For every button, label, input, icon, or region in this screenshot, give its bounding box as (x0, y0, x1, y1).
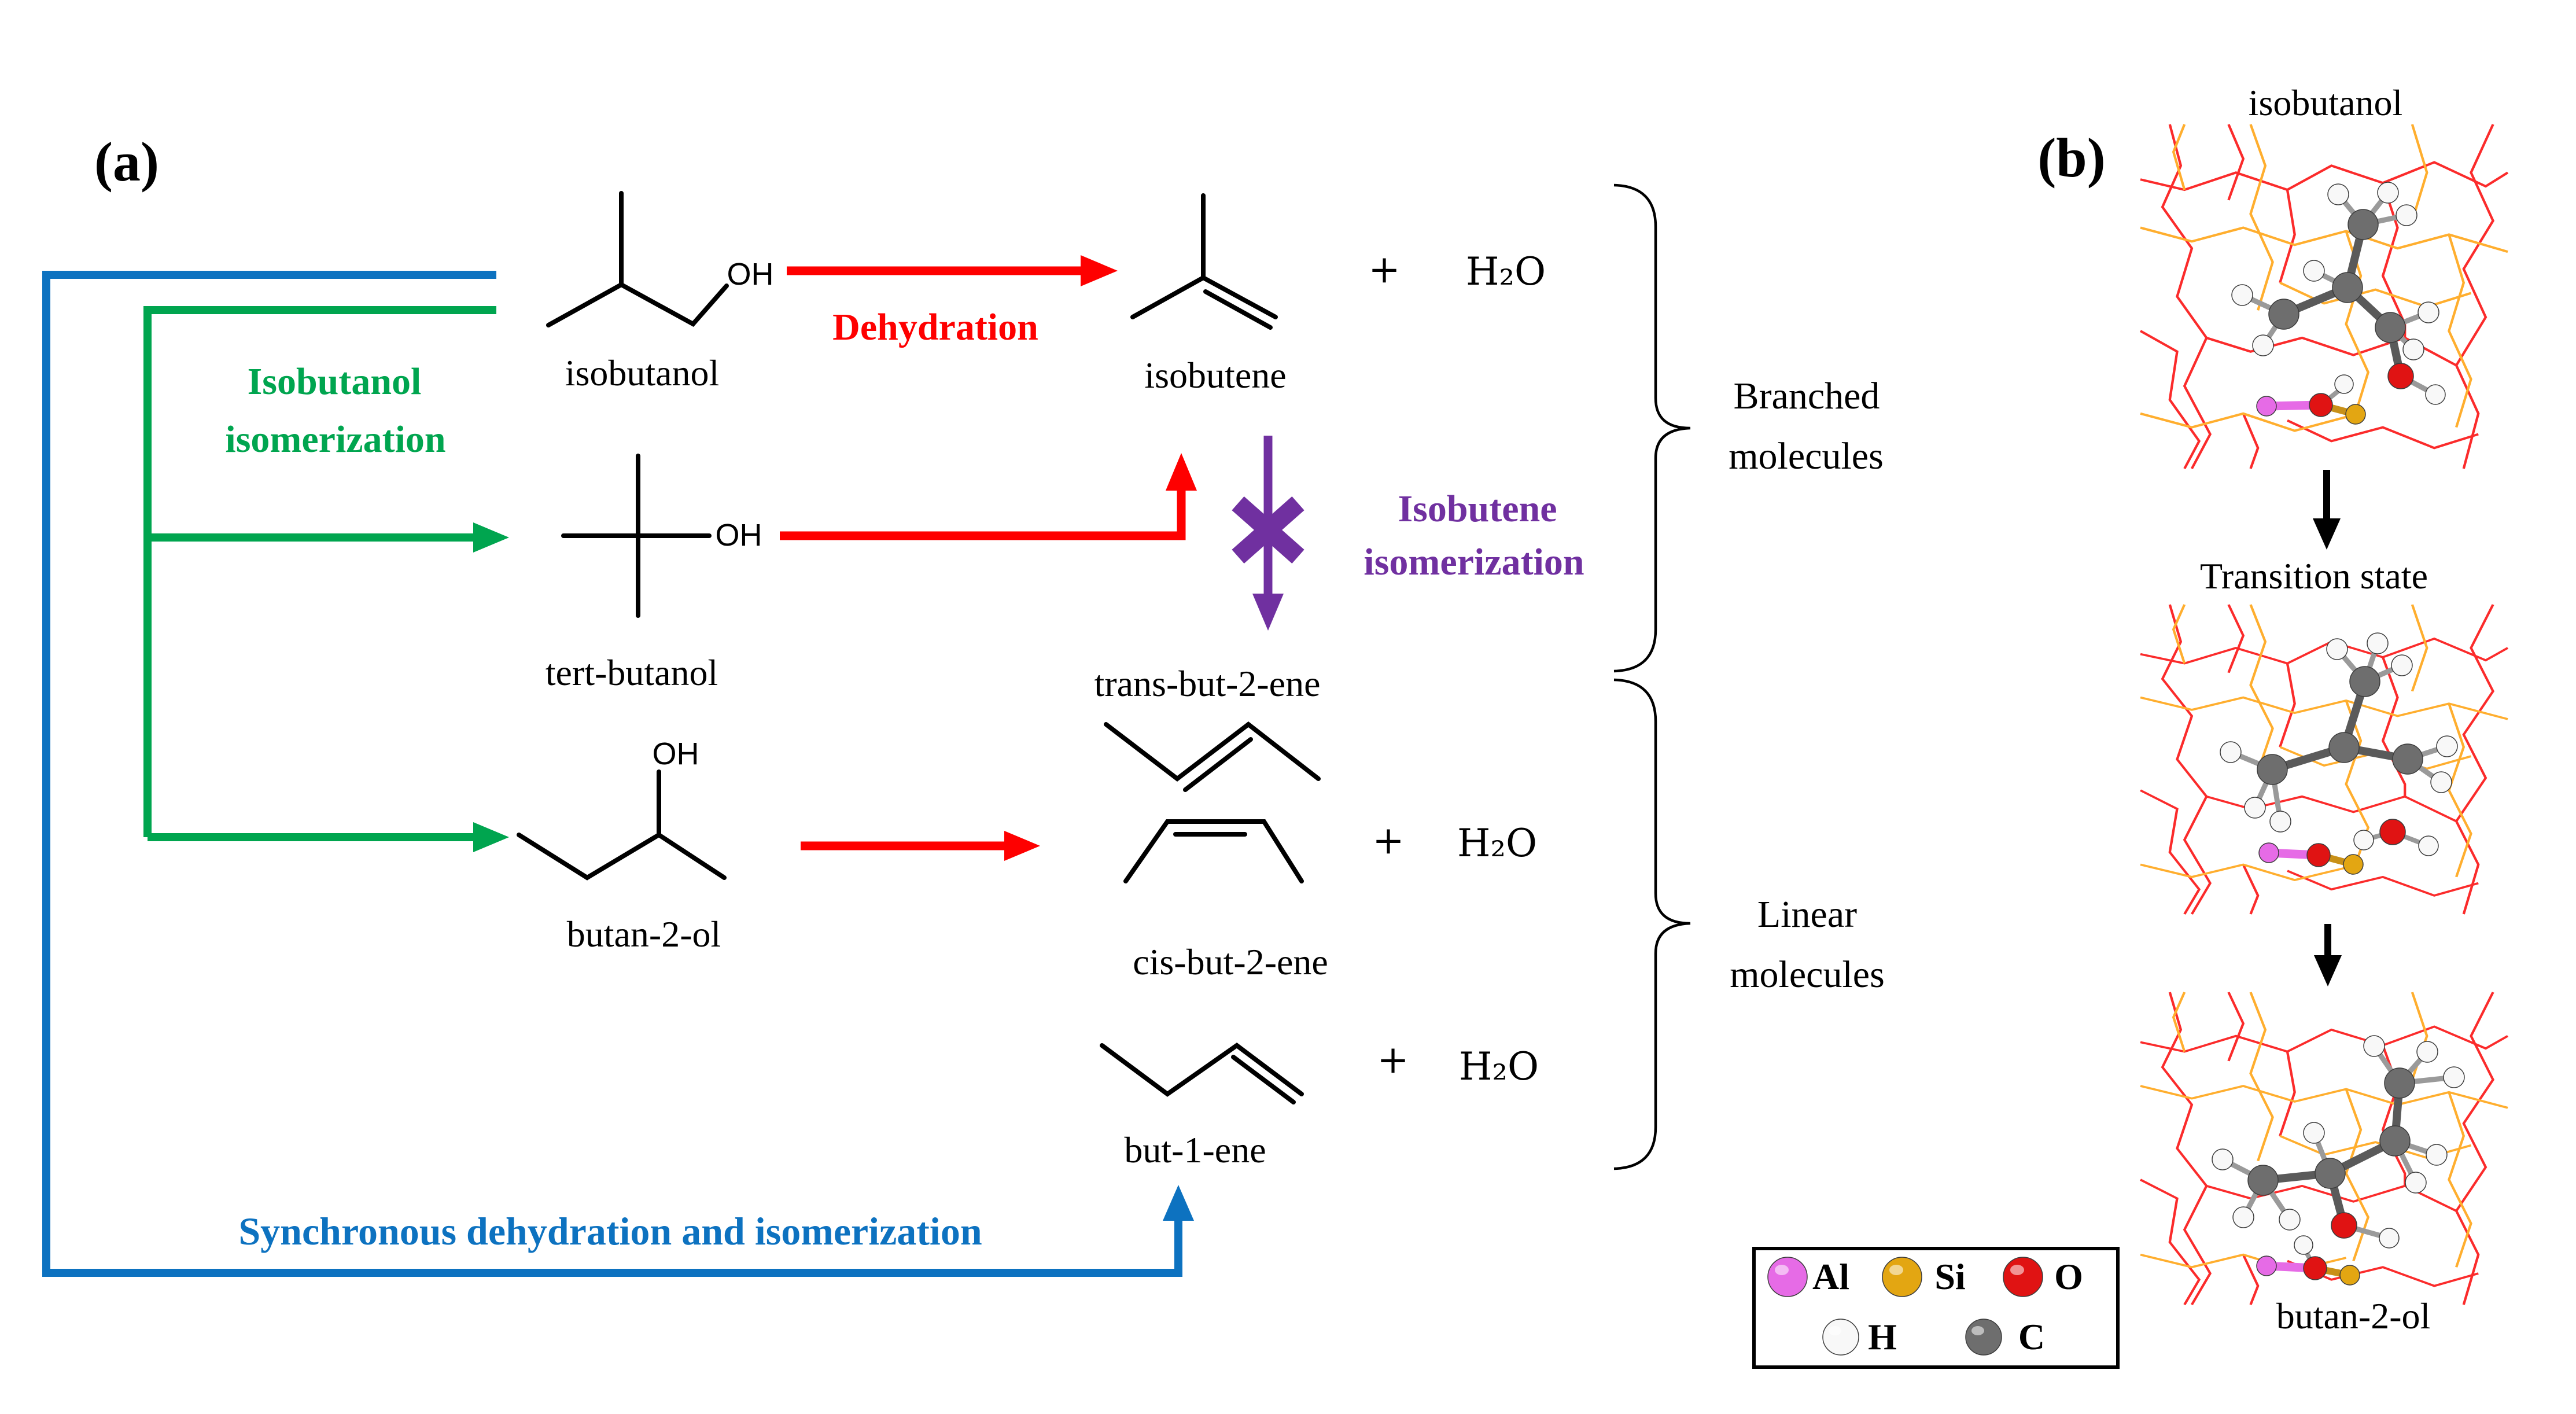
isobutanol-isomerization-label-line2: isomerization (225, 418, 446, 461)
down-arrow-2 (2314, 924, 2342, 986)
isobutanol-isomerization-arrows (143, 306, 509, 852)
tert-butanol-name: tert-butanol (545, 652, 718, 693)
molecule-butan-2-ol-3d (2212, 1035, 2465, 1286)
synchronous-route-arrow (42, 271, 1194, 1277)
plus-sign-1: + (1368, 247, 1401, 292)
plus-sign-3: + (1377, 1037, 1409, 1082)
group-braces (1613, 183, 1691, 1170)
plus-sign-2: + (1372, 818, 1405, 863)
legend-label-c: C (2018, 1316, 2046, 1357)
stage-title-transition-state: Transition state (2199, 555, 2428, 596)
synchronous-label: Synchronous dehydration and isomerizatio… (238, 1209, 982, 1253)
isobutene-name: isobutene (1144, 355, 1287, 396)
but-1-ene-name: but-1-ene (1124, 1129, 1266, 1170)
isobutanol-oh-label: OH (727, 257, 774, 292)
water-formula-3: H₂O (1458, 1044, 1539, 1089)
down-arrow-1 (2313, 470, 2341, 550)
cis-but-2-ene-name: cis-but-2-ene (1133, 941, 1328, 982)
isobutene-isomerization-label-line1: Isobutene (1398, 488, 1557, 530)
but-1-ene-structure (1100, 1043, 1304, 1104)
isobutanol-name: isobutanol (565, 352, 720, 393)
isobutene-isomerization-arrow (1232, 436, 1304, 631)
tert-butanol-structure (561, 454, 712, 618)
molecule-transition-state-3d (2220, 632, 2458, 875)
stage-isobutanol-3d-image (2140, 124, 2508, 469)
isobutanol-structure (546, 191, 729, 327)
panel-b-label: (b) (2037, 127, 2106, 189)
trans-but-2-ene-structure (1104, 721, 1321, 792)
molecule-isobutanol-3d (2231, 182, 2446, 425)
branched-brace (1613, 183, 1691, 673)
branched-molecules-line1: Branched (1733, 375, 1880, 417)
blocked-cross-icon (1232, 496, 1304, 564)
stage-butan-2-ol-3d-image (2140, 992, 2508, 1305)
legend-label-al: Al (1812, 1256, 1849, 1297)
water-formula-1: H₂O (1465, 249, 1546, 294)
h-atom-icon (1822, 1319, 1859, 1356)
butan-2-ol-oh-label: OH (652, 737, 699, 771)
linear-brace (1613, 678, 1691, 1170)
al-atom-icon (1767, 1257, 1808, 1297)
stage-title-isobutanol: isobutanol (2248, 82, 2403, 123)
skeletal-structures (517, 191, 1321, 1104)
legend-label-o: O (2054, 1256, 2083, 1297)
legend-label-si: Si (1934, 1256, 1966, 1297)
trans-but-2-ene-name: trans-but-2-ene (1094, 663, 1321, 704)
water-formula-2: H₂O (1457, 821, 1538, 866)
cis-but-2-ene-structure (1123, 819, 1304, 883)
linear-molecules-line2: molecules (1730, 953, 1885, 996)
isobutanol-isomerization-label-line1: Isobutanol (247, 360, 422, 403)
branched-molecules-line2: molecules (1729, 435, 1884, 477)
butan-2-ol-structure (517, 769, 727, 881)
dehydration-label: Dehydration (832, 306, 1038, 348)
dehydration-arrows (780, 255, 1197, 861)
isobutene-isomerization-label-line2: isomerization (1363, 541, 1584, 583)
o-atom-icon (2003, 1257, 2043, 1297)
si-atom-icon (1882, 1257, 1922, 1297)
stage-title-butan-2-ol: butan-2-ol (2276, 1295, 2431, 1336)
linear-molecules-line1: Linear (1757, 893, 1858, 936)
c-atom-icon (1965, 1319, 2002, 1356)
butan-2-ol-name: butan-2-ol (566, 914, 721, 955)
panel-a-label: (a) (94, 131, 159, 193)
atom-color-legend (1752, 1247, 2120, 1369)
tert-butanol-oh-label: OH (715, 518, 762, 553)
isobutene-structure (1130, 193, 1278, 330)
stage-transition-state-3d-image (2140, 605, 2508, 914)
legend-label-h: H (1868, 1316, 1897, 1357)
